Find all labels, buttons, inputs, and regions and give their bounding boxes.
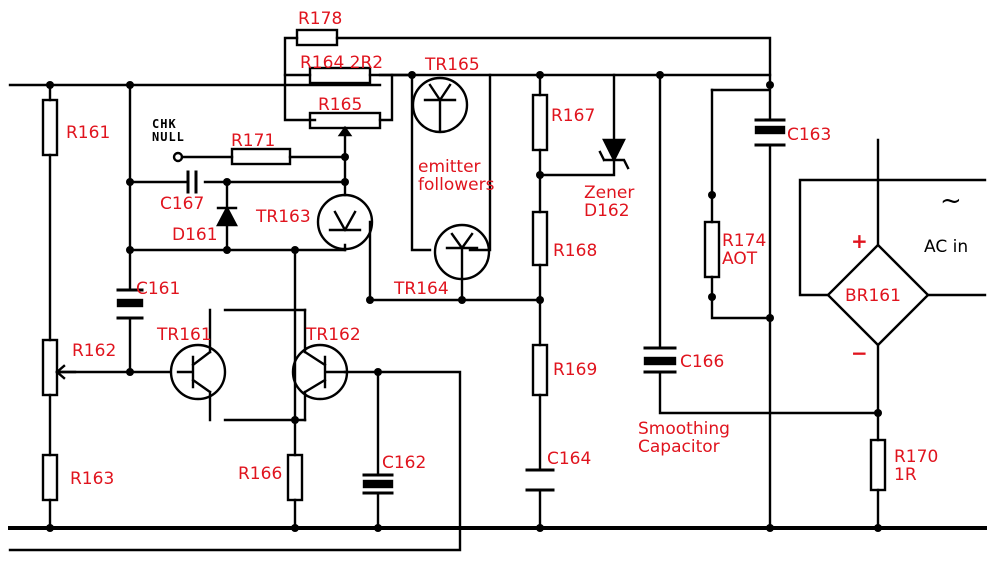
label-r161: R161 [66,123,111,143]
r168 [531,210,549,267]
label-ac-in: AC in [924,237,969,257]
label-c161: C161 [136,279,181,299]
label-c162: C162 [382,453,427,473]
label-r171: R171 [231,131,276,151]
label-r168: R168 [553,241,598,261]
label-tr163: TR163 [256,207,311,227]
r178 [295,28,339,47]
label-r166: R166 [238,464,283,484]
r174 [703,220,721,279]
ac-symbol: ~ [940,186,962,216]
label-c163: C163 [787,125,832,145]
label-zener-d162: Zener D162 [584,183,635,221]
r167 [531,93,549,152]
label-chk-null: CHK NULL [152,117,185,144]
label-r167: R167 [551,106,596,126]
r161 [41,98,59,157]
r169 [531,343,549,397]
label-c164: C164 [547,449,592,469]
label-tr162: TR162 [306,325,361,345]
label-emitter-followers: emitter followers [418,157,495,195]
label-r163: R163 [70,469,115,489]
label-r178: R178 [298,9,343,29]
label-r170: R170 1R [894,447,939,485]
label-r174: R174 AOT [722,231,767,269]
label-r169: R169 [553,360,598,380]
label-r162: R162 [72,341,117,361]
r171 [230,147,292,166]
top-supply-rail [8,73,772,87]
r163 [41,453,59,502]
label-tr165: TR165 [425,55,480,75]
r165 [308,111,382,130]
label-r165: R165 [318,95,363,115]
label-smoothing-capacitor: Smoothing Capacitor [638,419,730,457]
label-tr161: TR161 [157,325,212,345]
label-d161: D161 [172,225,218,245]
label-r164: R164 2R2 [300,53,384,73]
br161-plus: + [851,229,868,253]
r162 [41,338,59,397]
label-br161: BR161 [845,286,901,306]
label-c167: C167 [160,194,205,214]
label-tr164: TR164 [394,279,449,299]
tr163-body [316,193,374,251]
label-c166: C166 [680,352,725,372]
r166 [286,453,304,502]
br161-minus: − [851,341,868,365]
tr161-body [169,343,227,401]
r178-wire [283,36,772,122]
r170 [869,438,887,492]
